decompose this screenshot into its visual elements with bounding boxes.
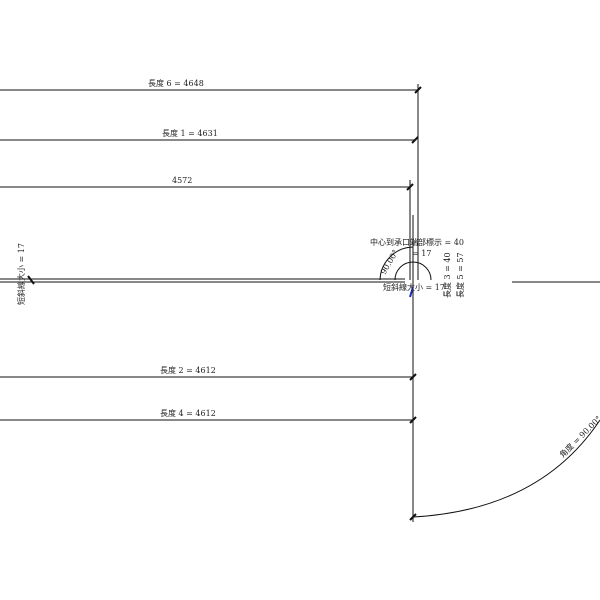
label-length1: 長度 1 = 4631 — [162, 128, 218, 138]
label-tick-size-left: 短斜線大小 = 17 — [16, 243, 26, 305]
label-angle: 角度 = 90.00° — [557, 414, 600, 460]
label-4572: 4572 — [172, 176, 192, 185]
fitting-arc — [379, 246, 414, 281]
label-length5: 長度 5 = 57 — [455, 252, 465, 298]
label-length2: 長度 2 = 4612 — [160, 365, 216, 375]
marker-blue — [409, 286, 414, 298]
tick-mark — [409, 373, 417, 381]
label-eq17: = 17 — [412, 249, 431, 258]
label-center-to-socket: 中心到承口端部標示 = 40 — [370, 237, 464, 247]
angle-arc[interactable] — [412, 419, 600, 518]
tick-mark — [411, 136, 419, 144]
fitting-arc-small — [394, 261, 432, 281]
tick-mark — [27, 275, 35, 285]
label-length6: 長度 6 = 4648 — [148, 78, 204, 88]
tick-mark — [406, 183, 414, 191]
tick-mark — [409, 416, 417, 424]
label-length4: 長度 4 = 4612 — [160, 408, 216, 418]
tick-mark — [409, 513, 417, 521]
tick-mark — [414, 86, 422, 94]
label-tick-size-center: 短斜線大小 = 17 — [383, 282, 445, 292]
label-length3: 長度 3 = 40 — [442, 252, 452, 298]
